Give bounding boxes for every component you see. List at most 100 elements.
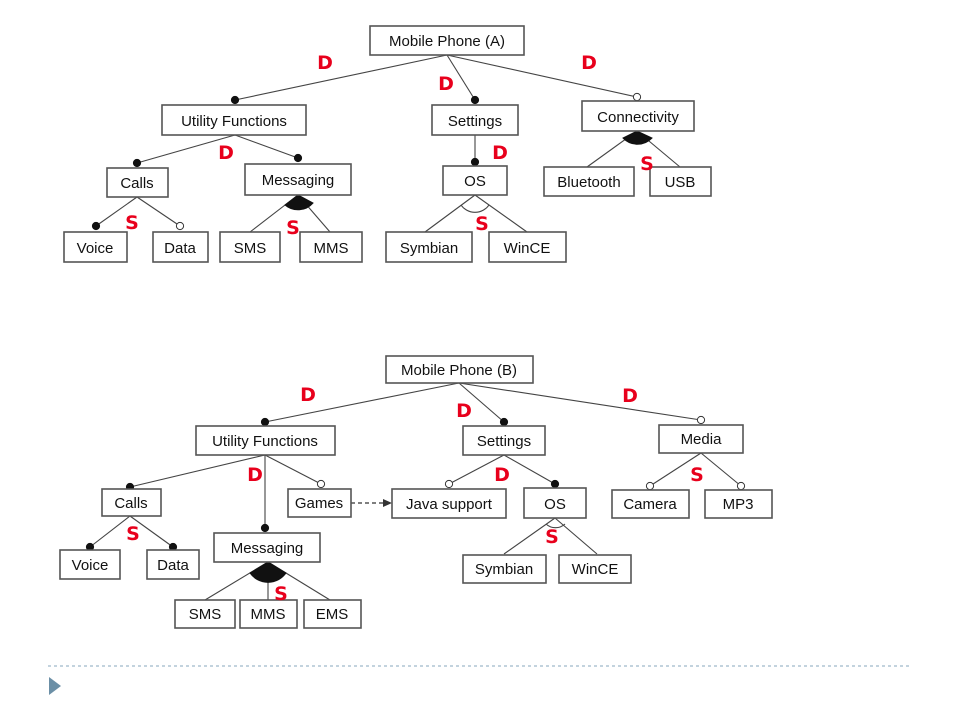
optional-marker bbox=[696, 415, 706, 425]
mandatory-marker bbox=[499, 417, 509, 427]
tag-label: D bbox=[494, 464, 510, 486]
tag-label: S bbox=[274, 583, 288, 605]
triangle-right-icon bbox=[49, 677, 61, 695]
node-b-data: Data bbox=[146, 549, 200, 580]
node-label: WinCE bbox=[572, 561, 619, 578]
node-b-mp3: MP3 bbox=[704, 489, 773, 519]
or-group-arc bbox=[545, 523, 566, 529]
node-a-calls: Calls bbox=[106, 167, 169, 198]
node-label: Mobile Phone (A) bbox=[389, 33, 505, 50]
node-label: Mobile Phone (B) bbox=[401, 362, 517, 379]
node-label: Voice bbox=[77, 240, 114, 257]
node-b-os: OS bbox=[523, 487, 587, 519]
node-a-os: OS bbox=[442, 165, 508, 196]
mandatory-marker bbox=[91, 221, 101, 231]
node-label: Voice bbox=[72, 557, 109, 574]
node-label: OS bbox=[464, 173, 486, 190]
node-label: Settings bbox=[448, 113, 502, 130]
node-a-usb: USB bbox=[649, 166, 712, 197]
node-b-media: Media bbox=[658, 424, 744, 454]
node-a-root: Mobile Phone (A) bbox=[369, 25, 525, 56]
mandatory-marker bbox=[260, 523, 270, 533]
node-label: SMS bbox=[234, 240, 267, 257]
node-label: Symbian bbox=[400, 240, 458, 257]
diagram-b: Mobile Phone (B) Utility Functions Setti… bbox=[59, 355, 773, 629]
node-label: SMS bbox=[189, 606, 222, 623]
node-b-voice: Voice bbox=[59, 549, 121, 580]
node-b-symbian: Symbian bbox=[462, 554, 547, 584]
tag-label: D bbox=[247, 464, 263, 486]
node-label: MMS bbox=[251, 606, 286, 623]
node-b-camera: Camera bbox=[611, 489, 690, 519]
mandatory-marker bbox=[132, 158, 142, 168]
node-a-utility: Utility Functions bbox=[161, 104, 307, 136]
node-label: MMS bbox=[314, 240, 349, 257]
node-a-messaging: Messaging bbox=[244, 163, 352, 196]
node-label: Camera bbox=[623, 496, 677, 513]
node-b-ems: EMS bbox=[303, 599, 362, 629]
node-label: Settings bbox=[477, 433, 531, 450]
tag-label: S bbox=[475, 213, 489, 235]
optional-marker bbox=[175, 221, 185, 231]
tag-label: D bbox=[218, 142, 234, 164]
optional-marker bbox=[632, 92, 642, 102]
node-a-wince: WinCE bbox=[488, 231, 567, 263]
diagram-a: Mobile Phone (A) Utility Functions Setti… bbox=[63, 25, 712, 263]
node-b-java: Java support bbox=[391, 488, 507, 519]
node-b-sms: SMS bbox=[174, 599, 236, 629]
tag-label: D bbox=[492, 142, 508, 164]
node-label: Messaging bbox=[262, 172, 335, 189]
alternative-group-arc bbox=[622, 130, 653, 145]
node-label: Messaging bbox=[231, 540, 304, 557]
alternative-group-arc bbox=[284, 194, 314, 211]
node-b-root: Mobile Phone (B) bbox=[385, 355, 534, 384]
tag-label: D bbox=[456, 400, 472, 422]
node-a-voice: Voice bbox=[63, 231, 128, 263]
node-label: Calls bbox=[114, 495, 147, 512]
node-a-sms: SMS bbox=[219, 231, 281, 263]
node-b-games: Games bbox=[287, 488, 352, 518]
node-label: Utility Functions bbox=[212, 433, 318, 450]
mandatory-marker bbox=[293, 153, 303, 163]
tag-label: S bbox=[286, 217, 300, 239]
node-a-mms: MMS bbox=[299, 231, 363, 263]
tag-label: D bbox=[317, 52, 333, 74]
optional-marker bbox=[444, 479, 454, 489]
node-label: Connectivity bbox=[597, 109, 679, 126]
or-group-arc bbox=[460, 204, 490, 213]
node-a-symbian: Symbian bbox=[385, 231, 473, 263]
tag-label: S bbox=[690, 464, 704, 486]
node-b-calls: Calls bbox=[101, 488, 162, 517]
mandatory-marker bbox=[470, 95, 480, 105]
node-label: EMS bbox=[316, 606, 349, 623]
mandatory-marker bbox=[470, 157, 480, 167]
node-a-data: Data bbox=[152, 231, 209, 263]
node-a-settings: Settings bbox=[431, 104, 519, 136]
node-label: OS bbox=[544, 496, 566, 513]
tag-label: S bbox=[126, 523, 140, 545]
node-b-settings: Settings bbox=[462, 425, 546, 456]
node-b-mms: MMS bbox=[239, 599, 298, 629]
node-a-connectivity: Connectivity bbox=[581, 100, 695, 132]
tag-label: D bbox=[438, 73, 454, 95]
node-label: MP3 bbox=[723, 496, 754, 513]
node-label: Data bbox=[164, 240, 196, 257]
mandatory-marker bbox=[260, 417, 270, 427]
node-label: WinCE bbox=[504, 240, 551, 257]
optional-marker bbox=[645, 481, 655, 491]
node-label: Bluetooth bbox=[557, 174, 620, 191]
node-label: Utility Functions bbox=[181, 113, 287, 130]
optional-marker bbox=[736, 481, 746, 491]
tag-label: D bbox=[581, 52, 597, 74]
node-a-bluetooth: Bluetooth bbox=[543, 166, 635, 197]
node-label: Java support bbox=[406, 496, 493, 513]
node-label: Games bbox=[295, 495, 343, 512]
node-label: USB bbox=[665, 174, 696, 191]
tag-label: S bbox=[640, 153, 654, 175]
tag-label: S bbox=[125, 212, 139, 234]
mandatory-marker bbox=[230, 95, 240, 105]
node-b-messaging: Messaging bbox=[213, 532, 321, 563]
arrowhead-icon bbox=[383, 499, 392, 507]
alternative-group-arc bbox=[249, 561, 287, 583]
